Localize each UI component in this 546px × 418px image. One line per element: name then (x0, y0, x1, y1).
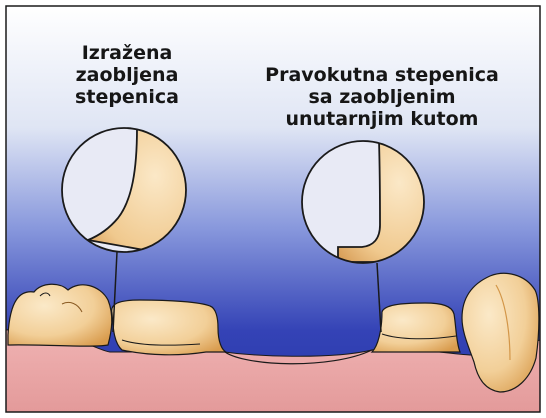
label-rounded-shoulder: Izražena zaobljena stepenica (52, 42, 202, 108)
label-square-shoulder: Pravokutna stepenica sa zaobljenim unuta… (232, 64, 532, 130)
right-prepared-tooth (372, 303, 460, 352)
left-prepared-tooth (112, 300, 226, 355)
left-molar (8, 284, 112, 346)
